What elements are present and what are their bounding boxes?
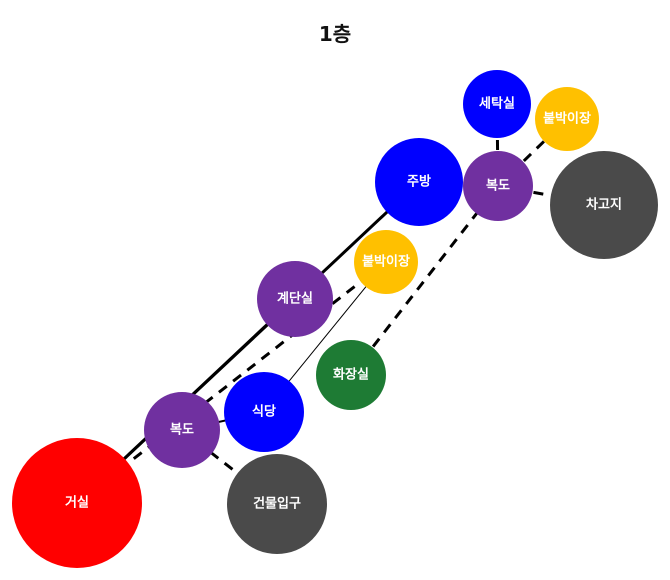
node-label: 차고지 — [586, 197, 622, 213]
node-circle — [12, 438, 142, 568]
node-label: 계단실 — [277, 291, 313, 307]
node-label: 붙박이장 — [362, 254, 410, 270]
node-geonmul: 건물입구 — [227, 454, 327, 554]
node-label: 세탁실 — [479, 96, 515, 112]
node-circle — [463, 151, 533, 221]
node-bulbak2: 붙박이장 — [535, 87, 599, 151]
edge-hwajang-bokdo2 — [349, 185, 500, 376]
node-label: 건물입구 — [253, 496, 301, 512]
node-circle — [375, 138, 463, 226]
node-chago: 차고지 — [550, 151, 658, 259]
node-bokdo1: 복도 — [144, 392, 220, 468]
node-hwajang: 화장실 — [316, 340, 386, 410]
node-label: 붙박이장 — [543, 111, 591, 127]
node-circle — [224, 372, 304, 452]
diagram-title: 1층 — [318, 22, 352, 46]
node-label: 주방 — [407, 174, 431, 190]
node-sikdang: 식당 — [224, 372, 304, 452]
node-label: 거실 — [65, 495, 89, 511]
node-circle — [144, 392, 220, 468]
node-bulbak1: 붙박이장 — [354, 230, 418, 294]
node-label: 화장실 — [333, 367, 369, 383]
node-circle — [227, 454, 327, 554]
edge-geosil-bulbak1 — [76, 260, 387, 505]
node-label: 복도 — [170, 423, 194, 438]
node-circle — [316, 340, 386, 410]
node-jubang: 주방 — [375, 138, 463, 226]
node-circle — [354, 230, 418, 294]
node-label: 식당 — [252, 404, 276, 420]
node-label: 복도 — [486, 179, 510, 194]
node-setak: 세탁실 — [463, 70, 531, 138]
node-circle — [535, 87, 599, 151]
edge-bokdo2-setak — [495, 103, 500, 187]
node-circle — [463, 70, 531, 138]
node-geosil: 거실 — [12, 438, 142, 568]
node-gyedan: 계단실 — [257, 261, 333, 337]
node-circle — [257, 261, 333, 337]
node-circle — [550, 151, 658, 259]
node-bokdo2: 복도 — [463, 151, 533, 221]
